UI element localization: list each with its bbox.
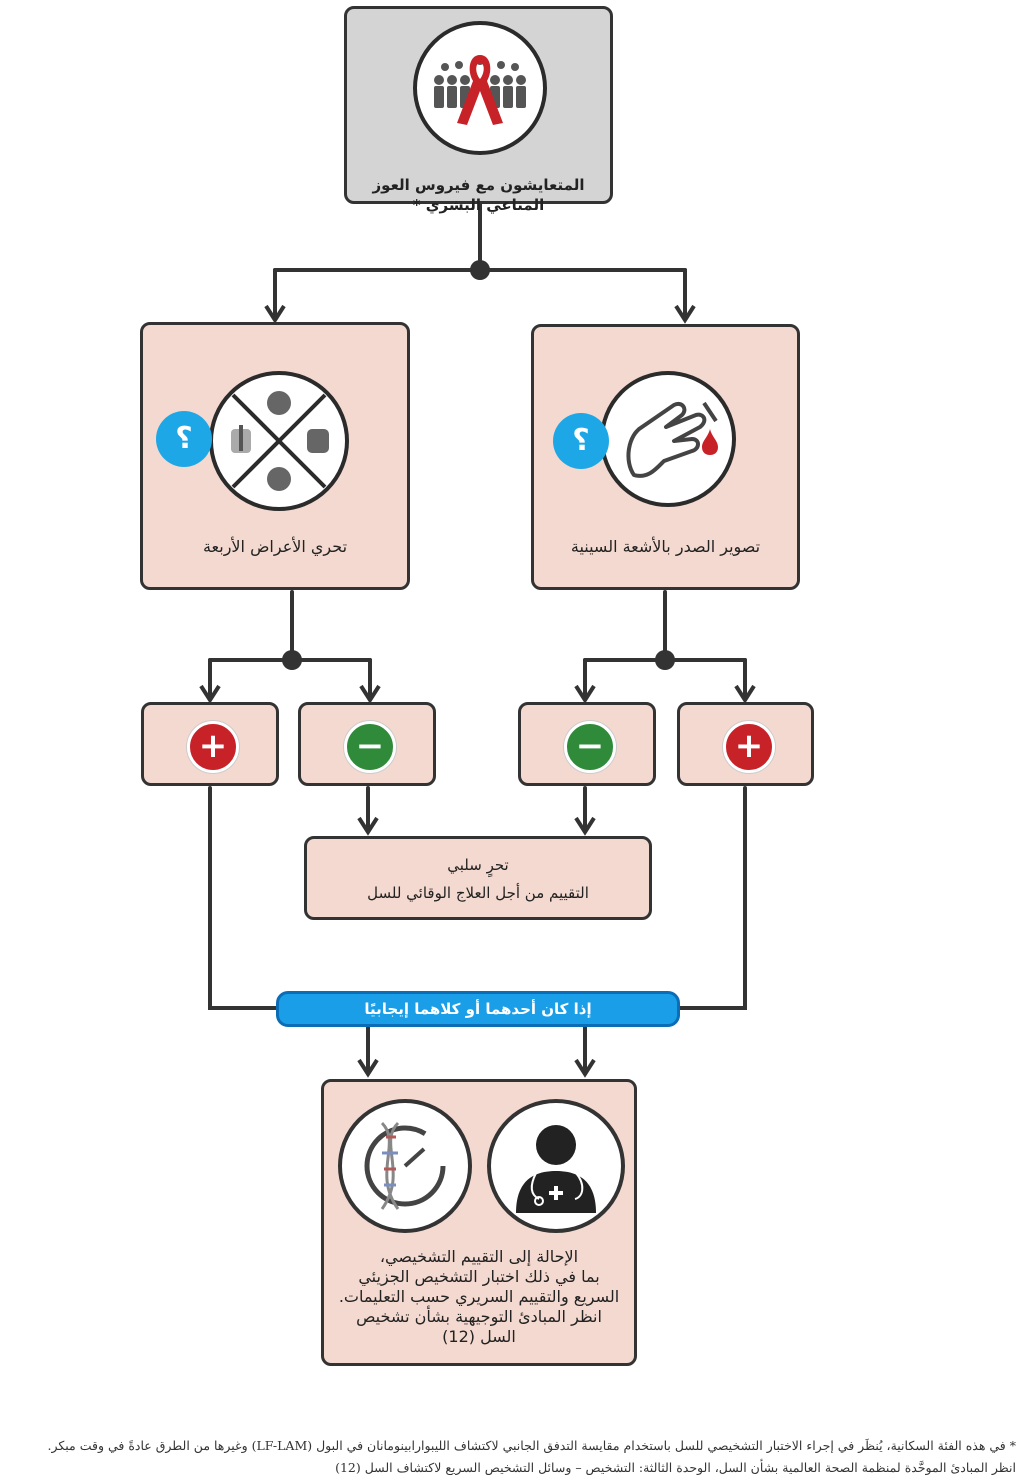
doctor-icon (487, 1099, 625, 1233)
chest-xray-box: ؟ تصوير الصدر بالأشعة السينية (531, 324, 800, 590)
result-box-left-positive: + (141, 702, 279, 786)
chest-xray-label: تصوير الصدر بالأشعة السينية (570, 537, 761, 556)
question-badge-left: ؟ (156, 411, 212, 467)
either-positive-banner: إذا كان أحدهما أو كلاهما إيجابيًا (276, 991, 680, 1027)
referral-line-4: انظر المبادئ التوجيهية بشأن تشخيص (356, 1307, 602, 1326)
referral-line-3: السريع والتقييم السريري حسب التعليمات. (338, 1287, 620, 1306)
dna-test-icon (338, 1099, 472, 1233)
negative-result-icon: − (564, 721, 616, 773)
negative-screen-box: تحرٍ سلبي التقييم من أجل العلاج الوقائي … (304, 836, 652, 920)
crowd-red-ribbon-icon (413, 21, 547, 155)
referral-line-5: السل (12) (442, 1327, 516, 1346)
referral-line-1: الإحالة إلى التقييم التشخيصي، (379, 1247, 579, 1266)
referral-line-2: بما في ذلك اختبار التشخيص الجزيئي (358, 1267, 600, 1286)
positive-result-icon: + (187, 721, 239, 773)
negative-result-icon: − (344, 721, 396, 773)
result-box-left-negative: − (298, 702, 436, 786)
negative-screen-title: تحرٍ سلبي (447, 856, 509, 874)
top-box-label: المتعايشون مع فيروس العوز المناعي البشري… (372, 176, 585, 214)
finger-prick-blood-icon (600, 371, 736, 507)
negative-screen-subtitle: التقييم من أجل العلاج الوقائي للسل (367, 884, 589, 902)
four-symptoms-icon (209, 371, 349, 511)
symptom-screening-label: تحري الأعراض الأربعة (202, 537, 348, 556)
result-box-right-positive: + (677, 702, 814, 786)
top-box: المتعايشون مع فيروس العوز المناعي البشري… (344, 6, 613, 214)
symptom-screening-box: ؟ تحري الأعراض الأربعة (140, 322, 410, 590)
footnote-line-2: انظر المبادئ الموحَّدة لمنظمة الصحة العا… (335, 1460, 1016, 1475)
footnote-line-1: * في هذه الفئة السكانية، يُنظَر في إجراء… (47, 1438, 1017, 1453)
result-box-right-negative: − (518, 702, 656, 786)
referral-box: الإحالة إلى التقييم التشخيصي، بما في ذلك… (321, 1079, 637, 1366)
positive-result-icon: + (723, 721, 775, 773)
question-badge-right: ؟ (553, 413, 609, 469)
